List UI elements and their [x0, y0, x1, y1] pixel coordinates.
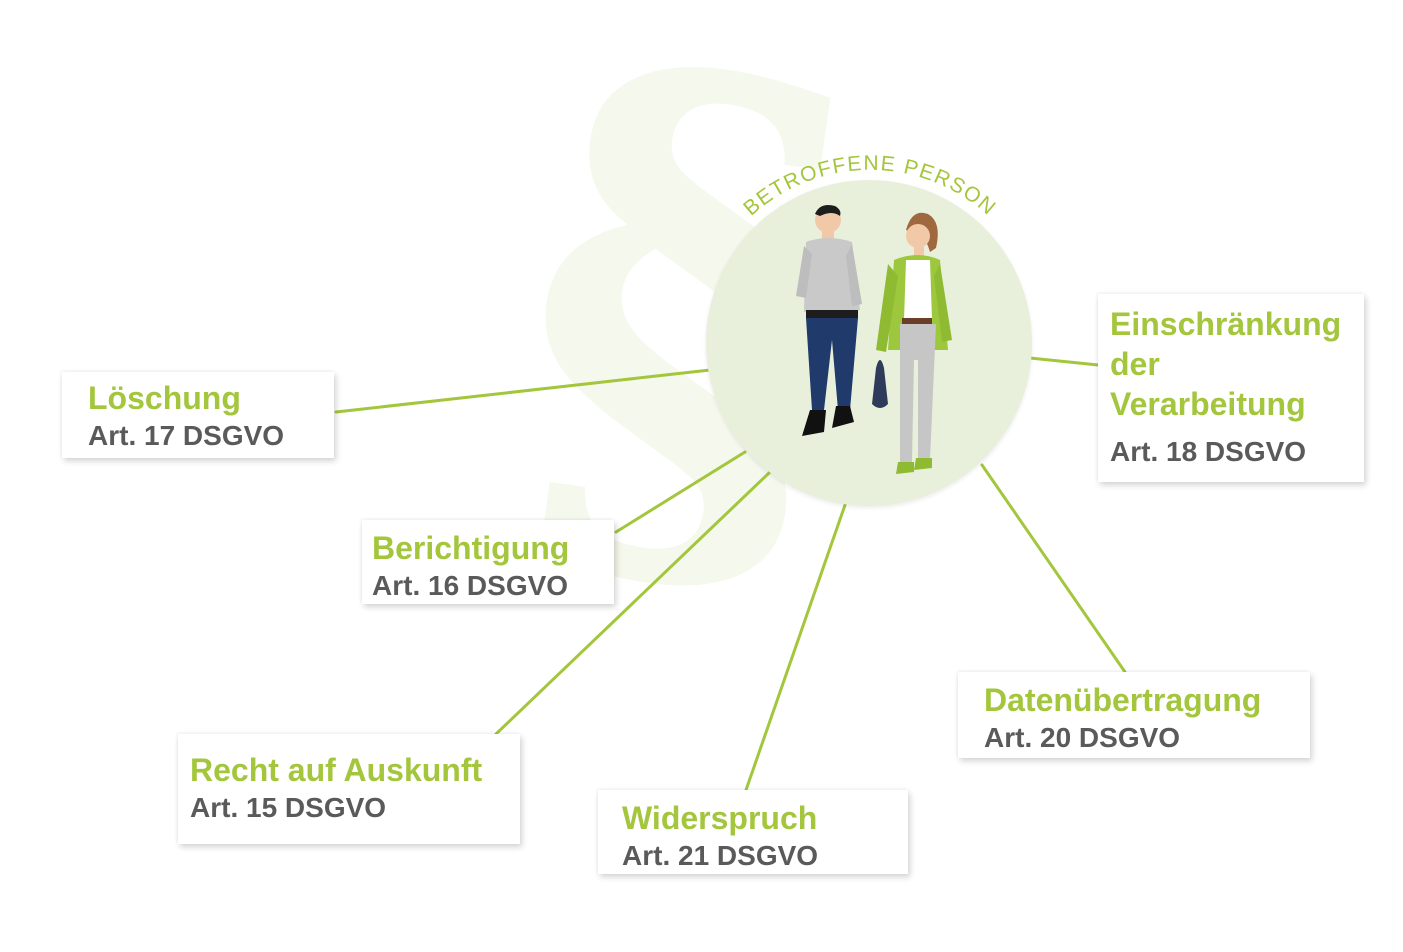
people-illustration [796, 205, 952, 474]
connector-datenuebertragung [980, 463, 1127, 674]
card-datenuebertragung: Datenübertragung Art. 20 DSGVO [958, 672, 1310, 758]
card-title-line-1: Einschränkung [1110, 306, 1342, 342]
card-berichtigung: Berichtigung Art. 16 DSGVO [362, 520, 614, 604]
card-recht-auf-auskunft: Recht auf Auskunft Art. 15 DSGVO [178, 734, 520, 844]
man-figure [796, 205, 862, 436]
person-circle [706, 180, 1032, 506]
card-article: Art. 15 DSGVO [190, 792, 387, 823]
card-title-line-3: Verarbeitung [1110, 386, 1306, 422]
card-title: Datenübertragung [984, 682, 1262, 718]
card-widerspruch: Widerspruch Art. 21 DSGVO [598, 790, 908, 874]
card-article: Art. 20 DSGVO [984, 722, 1181, 753]
card-title-line-2: der [1110, 346, 1160, 382]
card-title: Löschung [88, 380, 241, 416]
connector-einschraenkung [1028, 356, 1100, 367]
card-title: Recht auf Auskunft [190, 752, 483, 788]
card-article: Art. 16 DSGVO [372, 570, 569, 601]
card-einschraenkung: Einschränkung der Verarbeitung Art. 18 D… [1098, 294, 1364, 482]
card-loeschung: Löschung Art. 17 DSGVO [62, 372, 334, 458]
connector-loeschung [334, 368, 712, 414]
card-article: Art. 21 DSGVO [622, 840, 819, 871]
connector-auskunft [494, 470, 772, 736]
card-title: Widerspruch [622, 800, 818, 836]
connector-berichtigung [614, 450, 747, 534]
card-title: Berichtigung [372, 530, 570, 566]
woman-figure [872, 212, 952, 474]
card-article: Art. 18 DSGVO [1110, 436, 1307, 467]
card-article: Art. 17 DSGVO [88, 420, 285, 451]
connector-widerspruch [744, 503, 847, 792]
circle-arc-label: BETROFFENE PERSON [739, 152, 999, 220]
